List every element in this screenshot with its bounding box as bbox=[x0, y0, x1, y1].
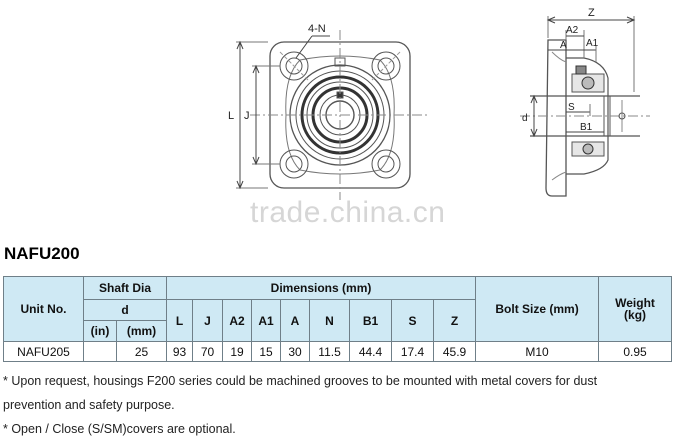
label-j: J bbox=[244, 110, 250, 122]
header-weight-unit: (kg) bbox=[624, 308, 647, 322]
front-view bbox=[236, 30, 430, 200]
cell-dim-a2: 19 bbox=[222, 341, 253, 362]
label-a1: A1 bbox=[586, 38, 599, 49]
header-dim-j: J bbox=[192, 299, 224, 342]
side-view bbox=[520, 16, 650, 197]
cell-in bbox=[83, 341, 117, 362]
technical-drawing: 4-N L J Z A2 A1 A S B1 d bbox=[228, 7, 650, 200]
label-b1: B1 bbox=[580, 122, 593, 133]
cell-dim-a: 30 bbox=[280, 341, 311, 362]
label-d: d bbox=[522, 113, 528, 124]
cell-dim-a1: 15 bbox=[251, 341, 282, 362]
cell-dim-n: 11.5 bbox=[309, 341, 351, 362]
spec-table: Unit No. Shaft Dia Dimensions (mm) Bolt … bbox=[3, 276, 673, 362]
header-dim-s: S bbox=[391, 299, 435, 342]
watermark: trade.china.cn bbox=[250, 196, 446, 229]
header-dim-a1: A1 bbox=[251, 299, 282, 342]
cell-dim-l: 93 bbox=[166, 341, 194, 362]
header-in: (in) bbox=[83, 320, 117, 342]
cell-dim-s: 17.4 bbox=[391, 341, 435, 362]
header-dim-b1: B1 bbox=[349, 299, 393, 342]
note-line: * Open / Close (S/SM)covers are optional… bbox=[3, 422, 236, 436]
cell-weight: 0.95 bbox=[598, 341, 673, 362]
label-a2: A2 bbox=[566, 25, 579, 36]
header-weight-label: Weight bbox=[615, 296, 655, 310]
header-bolt-size: Bolt Size (mm) bbox=[475, 276, 600, 342]
header-unit-no: Unit No. bbox=[3, 276, 84, 342]
cell-dim-z: 45.9 bbox=[433, 341, 477, 362]
header-shaft-dia: Shaft Dia bbox=[82, 276, 168, 300]
label-l: L bbox=[228, 110, 234, 122]
model-title: NAFU200 bbox=[4, 244, 80, 263]
notes: * Upon request, housings F200 series cou… bbox=[3, 369, 673, 441]
header-dim-n: N bbox=[309, 299, 351, 342]
cell-bolt: M10 bbox=[475, 341, 600, 362]
header-dim-l: L bbox=[166, 299, 194, 342]
header-dim-z: Z bbox=[433, 299, 477, 342]
table-row: NAFU205 25 93 70 19 15 30 11.5 44.4 17.4… bbox=[3, 341, 673, 362]
header-d: d bbox=[82, 299, 168, 321]
label-4-n: 4-N bbox=[308, 23, 326, 35]
cell-mm: 25 bbox=[115, 341, 168, 362]
header-weight: Weight(kg) bbox=[598, 276, 673, 342]
header-dim-a: A bbox=[280, 299, 311, 342]
cell-dim-b1: 44.4 bbox=[349, 341, 393, 362]
note-line: prevention and safety purpose. bbox=[3, 398, 175, 412]
label-s: S bbox=[568, 102, 575, 113]
label-a: A bbox=[560, 40, 567, 51]
header-dim-a2: A2 bbox=[222, 299, 253, 342]
cell-unit: NAFU205 bbox=[3, 341, 84, 362]
header-mm: (mm) bbox=[115, 320, 168, 342]
note-line: * Upon request, housings F200 series cou… bbox=[3, 374, 598, 388]
header-dimensions: Dimensions (mm) bbox=[166, 276, 477, 300]
label-z: Z bbox=[588, 7, 595, 19]
cell-dim-j: 70 bbox=[192, 341, 224, 362]
